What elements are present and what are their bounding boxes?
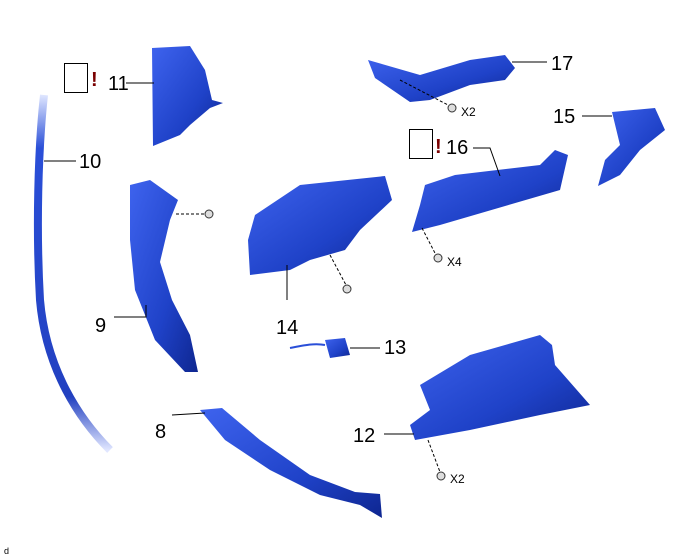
callout-11: 11 xyxy=(108,73,129,95)
screw-icon xyxy=(433,253,443,263)
part-16-box[interactable] xyxy=(412,150,568,232)
part-15-cover[interactable] xyxy=(598,108,665,186)
notice-box xyxy=(409,129,433,159)
leader-16-screw xyxy=(421,227,437,256)
part-9-pillar-garnish[interactable] xyxy=(130,180,198,372)
callout-17: 17 xyxy=(551,53,574,75)
callout-12: 12 xyxy=(353,425,376,447)
callout-9: 9 xyxy=(95,315,107,337)
leader-17-screw xyxy=(399,79,449,106)
part-13-sensor[interactable] xyxy=(325,338,350,358)
quantity-12: X2 xyxy=(450,472,465,486)
callout-15: 15 xyxy=(553,106,576,128)
leader-14-screw xyxy=(329,254,347,286)
part-13-wire[interactable] xyxy=(289,343,326,349)
notice-box xyxy=(64,63,88,93)
footer-code: d xyxy=(4,546,10,556)
part-10-weatherstrip[interactable] xyxy=(33,94,113,453)
quantity-17: X2 xyxy=(461,105,476,119)
notice-mark: ! xyxy=(435,136,442,158)
clip-icon xyxy=(204,209,214,219)
part-8-scuff-plate[interactable] xyxy=(200,408,382,518)
callout-8: 8 xyxy=(155,421,167,443)
part-14-lower-panel[interactable] xyxy=(248,176,392,275)
screw-icon xyxy=(436,471,446,481)
callout-13: 13 xyxy=(384,337,407,359)
callout-14: 14 xyxy=(276,317,299,339)
leader-9 xyxy=(114,305,147,318)
screw-icon xyxy=(342,284,352,294)
screw-icon xyxy=(447,103,457,113)
part-17-duct[interactable] xyxy=(368,55,515,102)
leader-8 xyxy=(171,412,206,416)
callout-10: 10 xyxy=(79,151,102,173)
callout-16: 16 xyxy=(446,137,469,159)
quantity-16: X4 xyxy=(447,255,462,269)
leader-12-screw xyxy=(427,439,441,473)
part-12-undercover[interactable] xyxy=(410,335,590,440)
leader-16 xyxy=(473,147,501,177)
part-11-panel[interactable] xyxy=(152,46,223,146)
notice-mark: ! xyxy=(91,69,98,91)
